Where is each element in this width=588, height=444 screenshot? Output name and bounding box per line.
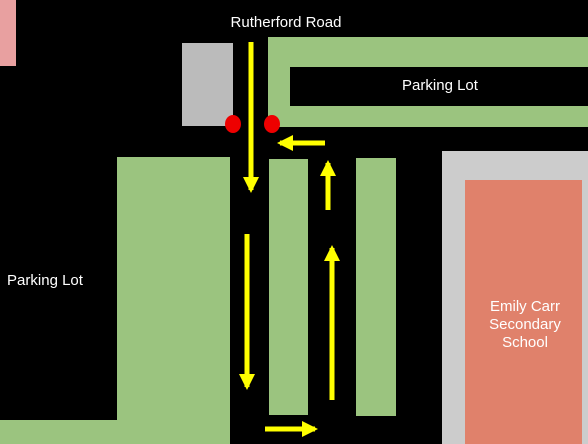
road-label: Rutherford Road (230, 14, 342, 31)
parking-lot-top-interior (290, 67, 588, 106)
pink-strip (0, 0, 16, 66)
school-label: Emily Carr Secondary School (489, 298, 561, 351)
grey-pad (182, 43, 233, 126)
center-island-2 (356, 158, 396, 416)
stop-marker-icon (264, 115, 280, 133)
school-building (465, 180, 582, 444)
left-lawn (117, 157, 230, 444)
bottom-left-strip (0, 420, 117, 444)
center-island-1 (269, 159, 308, 415)
stop-marker-icon (225, 115, 241, 133)
parking-lot-left-label: Parking Lot (7, 272, 83, 289)
parking-lot-top-label: Parking Lot (402, 77, 478, 94)
